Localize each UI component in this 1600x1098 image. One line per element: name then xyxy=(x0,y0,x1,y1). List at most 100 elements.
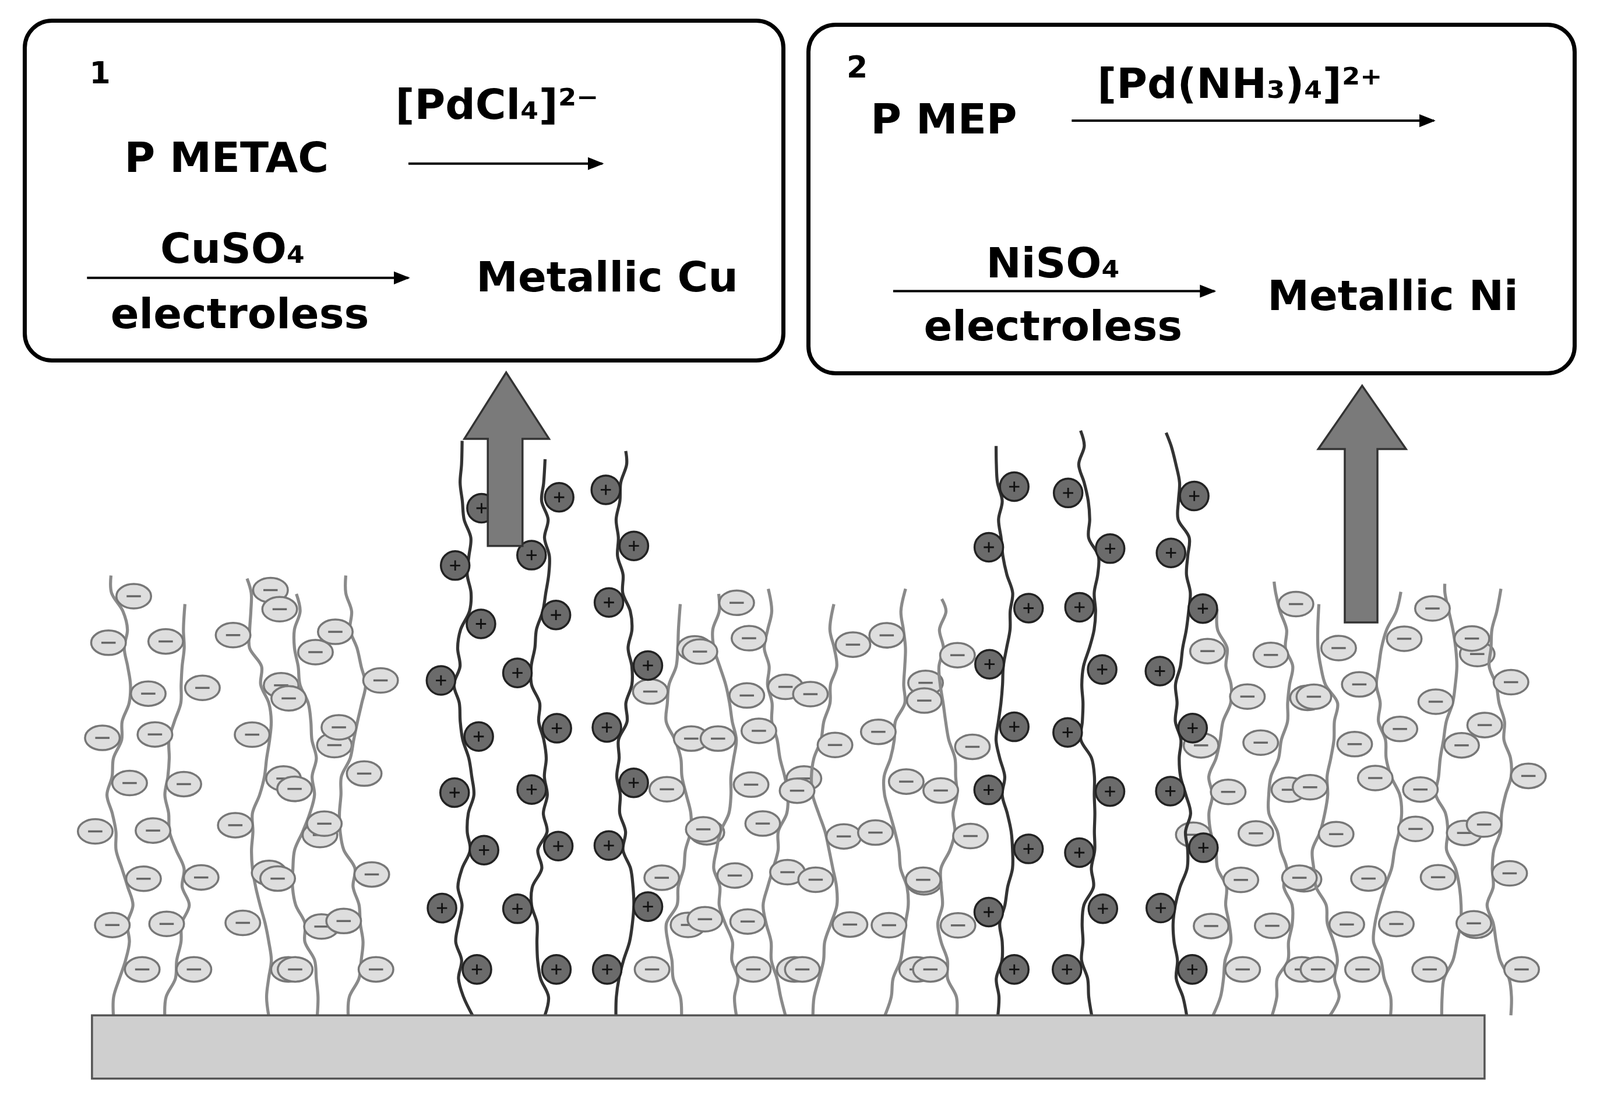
negative-charge xyxy=(644,865,680,890)
negative-charge xyxy=(176,956,212,982)
negative-charge xyxy=(793,681,828,707)
negative-charge xyxy=(632,679,668,704)
negative-charge xyxy=(687,906,723,932)
negative-charge xyxy=(939,642,975,668)
negative-charge xyxy=(225,910,261,935)
negative-charge xyxy=(124,956,160,982)
negative-charge xyxy=(735,956,771,982)
positive-charge xyxy=(1052,954,1082,984)
positive-charge xyxy=(974,775,1003,805)
negative-charge xyxy=(94,912,130,937)
reaction-box: 2P MEP[Pd(NH₃)₄]²⁺NiSO₄electrolessMetall… xyxy=(806,22,1577,376)
reaction-text: [PdCl₄]²⁻ xyxy=(395,82,599,129)
negative-charge xyxy=(1253,642,1289,668)
positive-charge xyxy=(974,897,1003,926)
negative-charge xyxy=(1243,730,1279,755)
negative-charge xyxy=(700,726,736,751)
positive-charge xyxy=(464,721,493,751)
anionic-chain xyxy=(1209,608,1232,1016)
negative-charge xyxy=(1341,671,1377,697)
positive-charge xyxy=(1156,776,1185,806)
negative-charge xyxy=(234,722,270,747)
negative-charge xyxy=(1193,913,1229,939)
negative-charge xyxy=(745,811,781,836)
negative-charge xyxy=(906,867,942,893)
negative-charge xyxy=(321,714,357,740)
anionic-chain xyxy=(1312,604,1339,1016)
cationic-chain xyxy=(1078,430,1099,1016)
negative-charge xyxy=(148,629,184,654)
negative-charge xyxy=(1223,867,1259,893)
negative-charge xyxy=(1318,821,1354,847)
anionic-chain xyxy=(1486,588,1512,1016)
positive-charge xyxy=(1065,837,1094,867)
negative-charge xyxy=(185,675,221,700)
positive-charge xyxy=(1095,534,1125,563)
negative-charge xyxy=(869,622,905,648)
negative-charge xyxy=(634,956,670,982)
reaction-text: [Pd(NH₃)₄]²⁺ xyxy=(1097,60,1383,107)
reaction-arrow xyxy=(86,276,409,279)
negative-charge xyxy=(183,865,219,890)
reaction-arrow xyxy=(892,289,1215,292)
negative-charge xyxy=(1358,765,1394,791)
negative-charge xyxy=(1278,591,1314,617)
positive-charge xyxy=(427,893,457,923)
reaction-text: P METAC xyxy=(124,135,329,182)
positive-charge xyxy=(594,830,623,860)
negative-charge xyxy=(1415,596,1451,621)
negative-charge xyxy=(871,912,907,937)
reaction-text: electroless xyxy=(923,303,1183,350)
negative-charge xyxy=(1238,820,1274,846)
negative-charge xyxy=(1255,913,1291,939)
negative-charge xyxy=(1379,911,1415,936)
negative-charge xyxy=(730,908,766,934)
negative-charge xyxy=(889,769,925,794)
negative-charge xyxy=(1296,684,1332,709)
negative-charge xyxy=(112,770,148,796)
positive-charge xyxy=(999,472,1029,502)
negative-charge xyxy=(733,772,769,797)
negative-charge xyxy=(826,823,862,849)
negative-charge xyxy=(913,956,948,982)
anionic-chain xyxy=(665,604,692,1016)
negative-charge xyxy=(326,908,362,933)
negative-charge xyxy=(116,583,152,609)
anionic-chain xyxy=(811,604,838,1016)
positive-charge xyxy=(517,774,546,804)
positive-charge xyxy=(1156,538,1186,567)
reaction-text: Metallic Cu xyxy=(476,254,738,301)
positive-charge xyxy=(440,778,470,807)
negative-charge xyxy=(354,861,390,887)
positive-charge xyxy=(1188,594,1218,623)
negative-charge xyxy=(1493,670,1529,695)
negative-charge xyxy=(90,630,126,655)
scheme-number: 2 xyxy=(846,50,868,84)
negative-charge xyxy=(1190,638,1226,664)
negative-charge xyxy=(1467,712,1503,738)
negative-charge xyxy=(149,911,185,936)
positive-charge xyxy=(974,533,1004,562)
negative-charge xyxy=(835,632,871,657)
negative-charge xyxy=(1351,865,1387,891)
positive-charge xyxy=(541,954,571,984)
negative-charge xyxy=(1510,763,1546,788)
positive-charge xyxy=(1014,834,1043,863)
positive-charge xyxy=(975,649,1004,679)
positive-charge xyxy=(619,768,648,798)
reaction-arrow xyxy=(407,161,602,165)
negative-charge xyxy=(1281,865,1317,890)
negative-charge xyxy=(1412,956,1448,982)
positive-charge xyxy=(1088,894,1117,923)
negative-charge xyxy=(1321,635,1357,661)
negative-charge xyxy=(1418,689,1454,714)
negative-charge xyxy=(798,867,834,892)
positive-charge xyxy=(999,712,1029,742)
substrate xyxy=(92,1015,1485,1079)
reaction-arrow xyxy=(1071,119,1434,122)
negative-charge xyxy=(719,590,755,615)
positive-charge xyxy=(619,531,648,560)
negative-charge xyxy=(1329,911,1365,937)
negative-charge xyxy=(1230,684,1265,709)
negative-charge xyxy=(1210,779,1246,805)
